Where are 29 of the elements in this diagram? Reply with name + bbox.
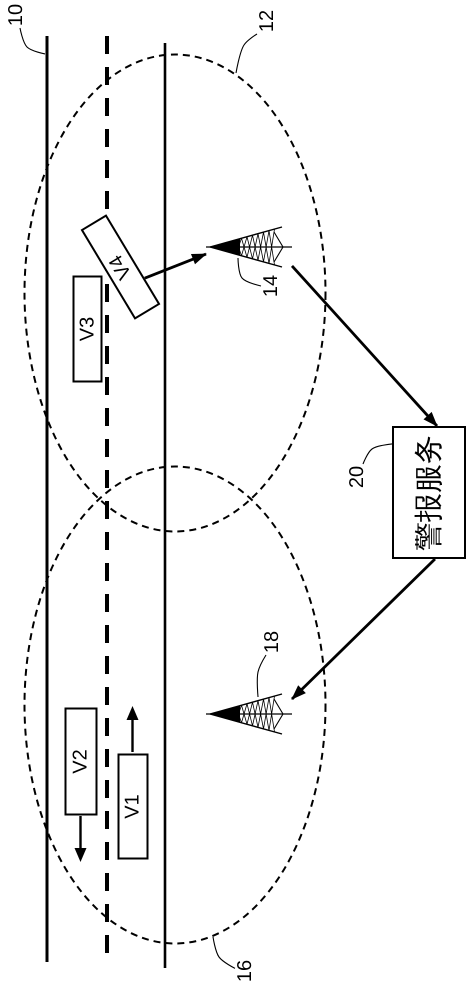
leader-line [212, 936, 236, 969]
coverage-ellipse [23, 53, 327, 533]
leader-line [235, 34, 258, 74]
arrow [291, 558, 436, 700]
arrow [290, 265, 438, 427]
antenna-tower-icon [206, 226, 292, 268]
antenna-tower-icon [206, 693, 292, 735]
reference-numeral: 10 [6, 2, 26, 28]
leader-line [19, 28, 46, 54]
reference-numeral: 20 [347, 464, 367, 490]
leader-line [256, 654, 266, 698]
reference-numeral: 14 [261, 273, 281, 299]
reference-numeral: 18 [262, 629, 282, 655]
reference-numeral: 12 [257, 8, 277, 34]
arrow [144, 252, 207, 280]
leader-line [237, 258, 262, 287]
coverage-ellipse [23, 465, 327, 945]
leader-line [362, 443, 392, 464]
vehicle-box [72, 275, 102, 382]
vehicle-label: V2 [70, 748, 91, 774]
service-box [392, 426, 466, 559]
vehicle-label: V1 [122, 794, 143, 818]
road-edge-line [45, 36, 49, 962]
reference-numeral: 16 [235, 958, 255, 984]
vehicle-box [64, 707, 97, 815]
vehicle-box [117, 753, 148, 859]
service-label: 警报服务 [413, 434, 445, 550]
vehicle-label: V4 [105, 251, 136, 283]
vehicle-label: V3 [76, 316, 98, 341]
